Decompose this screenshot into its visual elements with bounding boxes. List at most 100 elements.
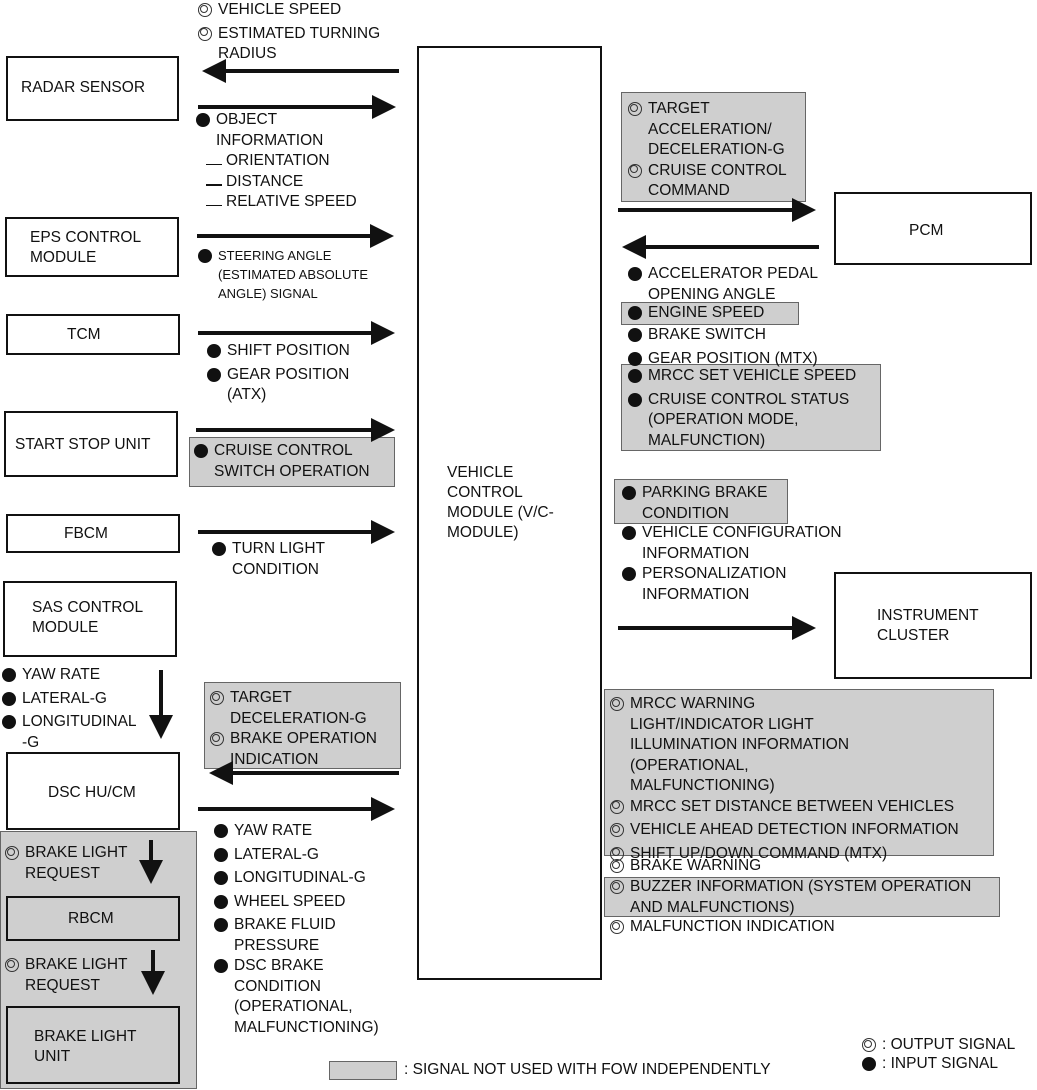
signal-item: CRUISE CONTROL SWITCH OPERATION: [194, 441, 370, 482]
signal-item: SHIFT UP/DOWN COMMAND (MTX): [610, 844, 959, 868]
filled-circle-icon: [628, 392, 642, 407]
legend-output-label: : OUTPUT SIGNAL: [882, 1036, 1016, 1053]
signal-item: GEAR POSITION (ATX): [207, 365, 350, 406]
signal-item: BUZZER INFORMATION (SYSTEM OPERATION AND…: [610, 877, 971, 918]
signal-item: WHEEL SPEED: [214, 892, 379, 916]
signal-label: PERSONALIZATION INFORMATION: [642, 565, 787, 603]
filled-circle-icon: [214, 959, 228, 973]
signal-item: LATERAL-G: [2, 689, 137, 713]
filled-circle-icon: [628, 306, 642, 320]
signals-from-tcm: SHIFT POSITION GEAR POSITION (ATX): [207, 341, 350, 406]
signals-to-ic-2: BRAKE WARNING: [610, 856, 761, 880]
filled-circle-icon: [214, 847, 228, 862]
signal-label: BRAKE WARNING: [630, 857, 762, 874]
signals-ic-1: PARKING BRAKE CONDITION: [622, 483, 767, 524]
double-circle-icon: [628, 163, 642, 178]
signal-label: YAW RATE: [22, 666, 101, 683]
signals-from-eps: STEERING ANGLE (ESTIMATED ABSOLUTE ANGLE…: [198, 246, 368, 303]
filled-circle-icon: [2, 715, 16, 729]
filled-circle-icon: [214, 824, 228, 838]
signal-label: RELATIVE SPEED: [226, 193, 357, 210]
filled-circle-icon: [628, 351, 642, 366]
eps-control-module-label: EPS CONTROL MODULE: [30, 229, 142, 266]
dash-icon: [206, 163, 222, 165]
filled-circle-icon: [198, 249, 212, 263]
brake-light-unit-box: BRAKE LIGHT UNIT: [6, 1006, 180, 1084]
signal-label: SHIFT POSITION: [227, 342, 350, 359]
signals-to-ic-4: MALFUNCTION INDICATION: [610, 917, 835, 941]
double-circle-icon: [198, 26, 212, 41]
signals-sas-to-dsc: YAW RATE LATERAL-G LONGITUDINAL -G: [2, 665, 137, 753]
signal-item: TURN LIGHT CONDITION: [212, 539, 325, 580]
double-circle-icon: [5, 846, 19, 860]
signal-item: ESTIMATED TURNING RADIUS: [198, 24, 380, 65]
signal-item: VEHICLE SPEED: [198, 0, 380, 24]
signal-label: STEERING ANGLE (ESTIMATED ABSOLUTE ANGLE…: [218, 248, 369, 301]
signal-item: MRCC WARNING LIGHT/INDICATOR LIGHT ILLUM…: [610, 694, 959, 797]
signal-label: BRAKE SWITCH: [648, 326, 766, 343]
signal-item: PARKING BRAKE CONDITION: [622, 483, 767, 524]
legend-gray-text: : SIGNAL NOT USED WITH FOW INDEPENDENTLY: [404, 1061, 771, 1078]
signal-label: VEHICLE CONFIGURATION INFORMATION: [642, 524, 842, 562]
signal-item: MRCC SET VEHICLE SPEED: [628, 366, 856, 390]
double-circle-icon: [862, 1038, 876, 1052]
legend-gray-swatch: [329, 1061, 397, 1080]
double-circle-icon: [610, 823, 624, 837]
signals-from-pcm-2: ENGINE SPEED: [628, 303, 764, 327]
signal-item: DSC BRAKE CONDITION (OPERATIONAL, MALFUN…: [214, 956, 379, 1038]
double-circle-icon: [610, 880, 624, 894]
instrument-cluster-box: INSTRUMENT CLUSTER: [834, 572, 1032, 679]
signal-label: ORIENTATION: [226, 152, 330, 169]
filled-circle-icon: [622, 486, 636, 500]
double-circle-icon: [628, 102, 642, 116]
fbcm-box: FBCM: [6, 514, 180, 553]
signals-to-ic-3: BUZZER INFORMATION (SYSTEM OPERATION AND…: [610, 877, 971, 918]
signal-label: BRAKE OPERATION INDICATION: [230, 730, 377, 768]
start-stop-unit-label: START STOP UNIT: [15, 436, 151, 453]
legend-input: : INPUT SIGNAL: [862, 1055, 998, 1073]
signal-label: TARGET ACCELERATION/ DECELERATION-G: [648, 100, 785, 158]
filled-circle-icon: [2, 691, 16, 706]
signals-dsc-to-rbcm: BRAKE LIGHT REQUEST: [5, 843, 128, 884]
double-circle-icon: [610, 920, 624, 934]
radar-sensor-box: RADAR SENSOR: [6, 56, 179, 121]
double-circle-icon: [610, 799, 624, 814]
brake-light-unit-label: BRAKE LIGHT UNIT: [34, 1028, 137, 1065]
sas-control-module-box: SAS CONTROL MODULE: [3, 581, 177, 657]
signal-item: BRAKE LIGHT REQUEST: [5, 955, 128, 996]
gray-region-ssu-signal: [189, 437, 395, 487]
signal-label: TURN LIGHT CONDITION: [232, 540, 325, 578]
double-circle-icon: [610, 697, 624, 711]
legend-input-label: : INPUT SIGNAL: [882, 1055, 998, 1072]
filled-circle-icon: [628, 328, 642, 342]
gray-region-ic-output: [604, 689, 994, 856]
dsc-hu-cm-box: DSC HU/CM: [6, 752, 180, 830]
vehicle-control-module-label: VEHICLE CONTROL MODULE (V/C- MODULE): [447, 464, 554, 541]
dash-icon: [206, 184, 222, 186]
signal-item: RELATIVE SPEED: [196, 192, 357, 213]
tcm-label: TCM: [67, 326, 101, 343]
gray-region-pcm-output: [621, 92, 806, 202]
double-circle-icon: [210, 691, 224, 705]
double-circle-icon: [5, 958, 19, 972]
signal-item: LATERAL-G: [214, 845, 379, 869]
signal-item: ORIENTATION: [196, 151, 357, 172]
signal-item: OBJECT INFORMATION: [196, 110, 357, 151]
signal-item: LONGITUDINAL-G: [214, 868, 379, 892]
signal-label: CRUISE CONTROL COMMAND: [648, 161, 787, 200]
signal-item: ENGINE SPEED: [628, 303, 764, 327]
signal-label: LATERAL-G: [22, 689, 107, 707]
filled-circle-icon: [214, 894, 228, 909]
double-circle-icon: [198, 3, 212, 17]
signal-item: BRAKE SWITCH: [628, 325, 818, 349]
signal-item: CRUISE CONTROL STATUS (OPERATION MODE, M…: [628, 390, 856, 452]
legend-output: : OUTPUT SIGNAL: [862, 1036, 1015, 1054]
signal-label: DSC BRAKE CONDITION (OPERATIONAL, MALFUN…: [234, 957, 379, 1036]
signal-item: LONGITUDINAL -G: [2, 712, 137, 753]
